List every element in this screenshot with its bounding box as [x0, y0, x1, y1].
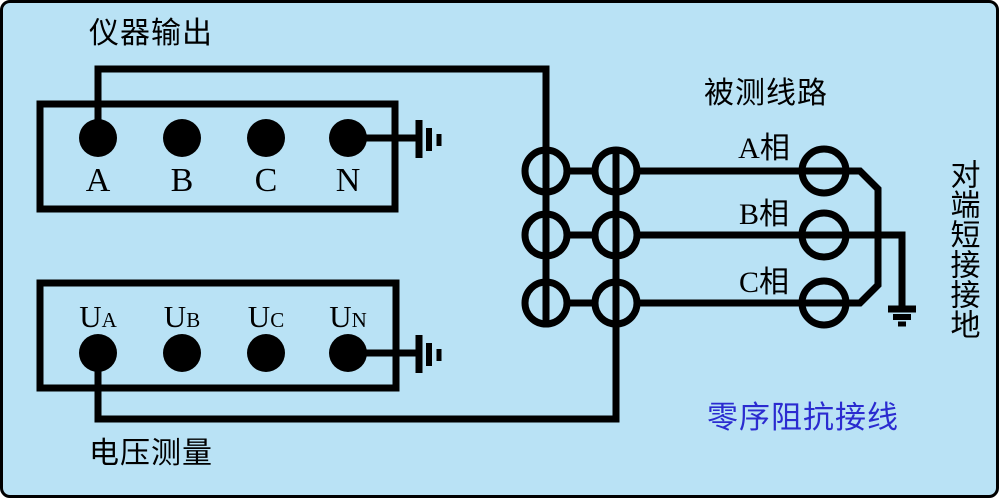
terminal-label-un: UN [313, 300, 383, 333]
line-under-test-label: 被测线路 [704, 77, 828, 110]
voltage-measurement-box [36, 279, 400, 392]
clip-circle [591, 278, 641, 328]
ground-icon [415, 335, 442, 373]
earth-icon [888, 305, 916, 327]
instrument-output-label: 仪器输出 [89, 17, 213, 50]
ground-icon [415, 120, 442, 158]
u-sub: C [270, 308, 285, 332]
terminal-label-ub: UB [147, 300, 217, 333]
u-sub: B [186, 308, 201, 332]
terminal-label-b: B [170, 162, 194, 199]
terminal-label-uc: UC [231, 300, 301, 333]
diagram-caption: 零序阻抗接线 [707, 400, 899, 435]
terminal-dot-ua [79, 334, 117, 372]
terminal-label-c: C [254, 162, 278, 199]
terminal-dot-un [329, 334, 367, 372]
terminal-label-ua: UA [63, 300, 133, 333]
phase-c-label: C相 [738, 266, 789, 299]
wire-phase-b-earth [635, 231, 906, 306]
u-sub: N [351, 308, 367, 332]
u-main: U [247, 299, 271, 334]
terminal-dot-a [79, 119, 117, 157]
wire-output-a [94, 65, 550, 324]
phase-a-label: A相 [738, 132, 790, 165]
clip-circle [521, 278, 571, 328]
instrument-output-box [36, 100, 399, 213]
u-main: U [79, 299, 102, 334]
clip-circle [521, 146, 571, 196]
u-main: U [163, 299, 187, 334]
wiring-graphics [36, 65, 916, 423]
phase-c-ring [798, 277, 850, 329]
clip-circle [591, 146, 641, 196]
terminal-label-a: A [85, 162, 111, 199]
terminal-dot-c [247, 119, 285, 157]
u-sub: A [101, 308, 117, 332]
u-main: U [329, 299, 352, 334]
clip-circle [591, 210, 641, 260]
terminal-dot-b [163, 119, 201, 157]
terminal-dot-uc [247, 334, 285, 372]
phase-a-ring [798, 145, 850, 197]
terminal-label-n: N [335, 162, 361, 199]
clip-circle [521, 210, 571, 260]
voltage-measurement-label: 电压测量 [89, 437, 213, 470]
remote-end-label: 对端短接接地 [945, 159, 979, 339]
phase-b-ring [798, 209, 850, 261]
phase-b-label: B相 [738, 198, 789, 231]
terminal-dot-ub [163, 334, 201, 372]
terminal-dot-n [329, 119, 367, 157]
